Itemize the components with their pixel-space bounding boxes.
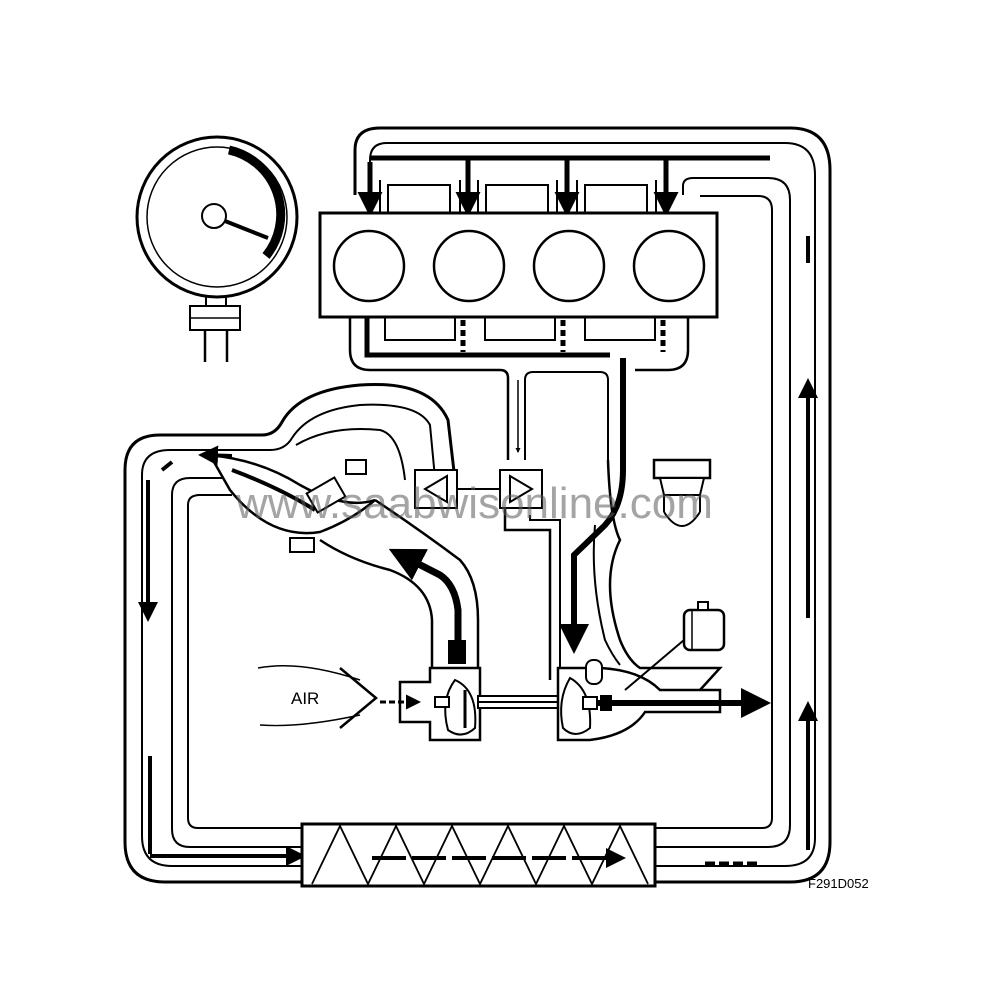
pressure-gauge-icon [135, 135, 299, 362]
air-label: AIR [291, 689, 319, 708]
intake-manifold [357, 155, 770, 217]
boost-sensor-icon [585, 601, 726, 691]
air-inlet: AIR [257, 664, 421, 729]
downpipe [592, 459, 723, 691]
engine-block-icon [318, 211, 719, 319]
figure-code: F291D052 [808, 876, 869, 891]
intercooler-icon [300, 822, 657, 888]
exhaust-manifold [348, 317, 690, 654]
boost-flow-arrows [705, 236, 818, 867]
watermark-text: www.saabwisonline.com [235, 479, 713, 528]
bypass-pipe [503, 508, 561, 680]
sensor-icon [652, 458, 712, 527]
throttle-valve-icon [198, 445, 376, 553]
turbocharger-icon [398, 666, 771, 742]
boost-pipe-right [353, 126, 832, 884]
intake-pipe-left [123, 382, 457, 884]
wastegate-valve-icon [414, 469, 543, 509]
compressor-outlet-pipe [319, 498, 480, 680]
